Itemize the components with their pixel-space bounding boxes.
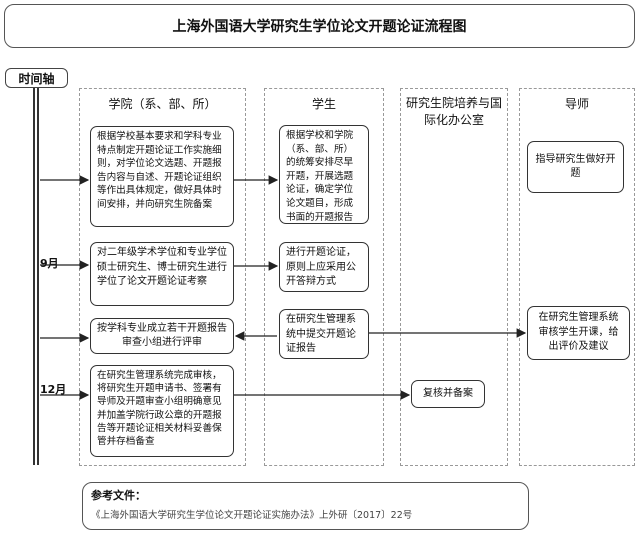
column-office bbox=[400, 88, 508, 466]
student-box-3: 在研究生管理系统中提交开题论证报告 bbox=[279, 309, 369, 359]
timeline-axis bbox=[33, 88, 35, 465]
timeline-axis-inner bbox=[37, 88, 39, 465]
school-box-3: 按学科专业成立若干开题报告审查小组进行评审 bbox=[90, 318, 234, 354]
advisor-box-2: 在研究生管理系统审核学生开课，给出评价及建议 bbox=[527, 306, 630, 360]
reference-text: 《上海外国语大学研究生学位论文开题论证实施办法》上外研〔2017〕22号 bbox=[91, 510, 413, 521]
school-box-4: 在研究生管理系统完成审核，将研究生开题申请书、签署有导师及开题审查小组明确意见并… bbox=[90, 365, 234, 457]
page-title: 上海外国语大学研究生学位论文开题论证流程图 bbox=[4, 4, 635, 48]
advisor-box-1: 指导研究生做好开题 bbox=[527, 141, 624, 193]
column-school bbox=[79, 88, 246, 466]
month-label-september: 9月 bbox=[40, 257, 59, 270]
school-box-2: 对二年级学术学位和专业学位硕士研究生、博士研究生进行学位了论文开题论证考察 bbox=[90, 242, 234, 306]
column-title-advisor: 导师 bbox=[564, 96, 589, 111]
reference-label: 参考文件： bbox=[91, 489, 146, 502]
column-title-office: 研究生院培养与国际化办公室 bbox=[405, 96, 502, 127]
column-title-school: 学院（系、部、所） bbox=[108, 96, 217, 111]
column-student bbox=[264, 88, 384, 466]
month-label-december: 12月 bbox=[40, 383, 67, 396]
student-box-1: 根据学校和学院（系、部、所）的统筹安排尽早开题，开展选题论证，确定学位论文题目，… bbox=[279, 125, 369, 224]
school-box-1: 根据学校基本要求和学科专业特点制定开题论证工作实施细则，对学位论文选题、开题报告… bbox=[90, 126, 234, 227]
office-box-1: 复核并备案 bbox=[411, 380, 485, 408]
timeline-label: 时间轴 bbox=[5, 68, 68, 88]
reference-box: 参考文件： 《上海外国语大学研究生学位论文开题论证实施办法》上外研〔2017〕2… bbox=[82, 482, 529, 530]
column-advisor bbox=[519, 88, 635, 466]
column-title-student: 学生 bbox=[311, 96, 336, 111]
student-box-2: 进行开题论证，原则上应采用公开答辩方式 bbox=[279, 242, 369, 292]
